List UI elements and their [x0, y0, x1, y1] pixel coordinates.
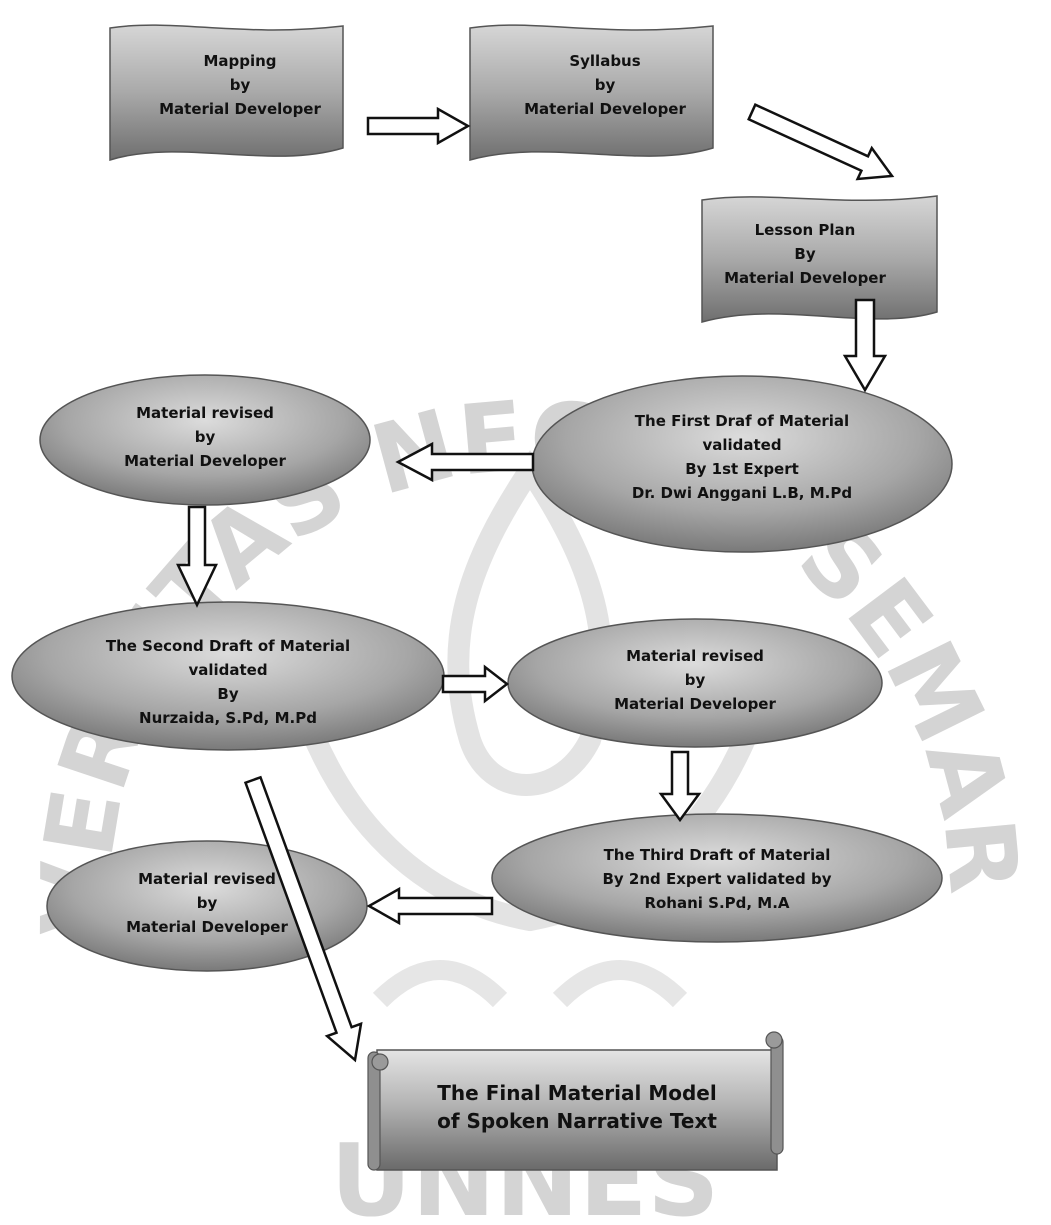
doc-lesson-plan-line2: By	[794, 245, 815, 263]
ellipse-revised-2: Material revised by Material Developer	[507, 618, 883, 748]
ellipse-revised-1: Material revised by Material Developer	[39, 374, 371, 506]
second-draft-line3: By	[217, 685, 238, 703]
arrow-revised-1-to-second-draft	[176, 505, 218, 608]
doc-lesson-plan: Lesson Plan By Material Developer	[701, 195, 938, 323]
ellipse-second-draft: The Second Draft of Material validated B…	[11, 601, 445, 751]
arrow-revised-2-to-third-draft	[658, 750, 702, 823]
arrow-second-draft-to-revised-2	[441, 664, 510, 704]
final-line2: of Spoken Narrative Text	[437, 1109, 717, 1133]
revised-2-line1: Material revised	[626, 647, 764, 665]
doc-lesson-plan-line3: Material Developer	[724, 269, 886, 287]
third-draft-line3: Rohani S.Pd, M.A	[644, 894, 789, 912]
revised-3-line1: Material revised	[138, 870, 276, 888]
doc-syllabus-line1: Syllabus	[569, 52, 640, 70]
arrow-syllabus-to-lesson-plan	[747, 103, 895, 181]
final-scroll: The Final Material Model of Spoken Narra…	[367, 1031, 784, 1171]
arrow-mapping-to-syllabus	[366, 106, 471, 146]
revised-3-line2: by	[197, 894, 218, 912]
second-draft-line4: Nurzaida, S.Pd, M.Pd	[139, 709, 317, 727]
ellipse-first-draft: The First Draf of Material validated By …	[531, 375, 953, 553]
arrow-third-draft-to-revised-3	[366, 886, 494, 926]
second-draft-line1: The Second Draft of Material	[106, 637, 350, 655]
revised-2-line2: by	[685, 671, 706, 689]
arrow-revised-3-to-final	[243, 775, 363, 1063]
doc-syllabus: Syllabus by Material Developer	[469, 24, 714, 161]
doc-lesson-plan-line1: Lesson Plan	[755, 221, 856, 239]
doc-mapping-line2: by	[230, 76, 251, 94]
third-draft-line2: By 2nd Expert validated by	[603, 870, 832, 888]
ellipse-third-draft: The Third Draft of Material By 2nd Exper…	[491, 813, 943, 943]
third-draft-line1: The Third Draft of Material	[604, 846, 831, 864]
first-draft-line4: Dr. Dwi Anggani L.B, M.Pd	[632, 484, 852, 502]
revised-1-line2: by	[195, 428, 216, 446]
arrow-lesson-plan-to-first-draft	[842, 298, 888, 393]
first-draft-line2: validated	[702, 436, 781, 454]
doc-syllabus-line2: by	[595, 76, 616, 94]
revised-3-line3: Material Developer	[126, 918, 288, 936]
final-line1: The Final Material Model	[437, 1081, 716, 1105]
revised-1-line1: Material revised	[136, 404, 274, 422]
arrow-first-draft-to-revised-1	[395, 441, 535, 483]
revised-2-line3: Material Developer	[614, 695, 776, 713]
doc-syllabus-line3: Material Developer	[524, 100, 686, 118]
first-draft-line3: By 1st Expert	[685, 460, 799, 478]
flow-arrows	[176, 103, 895, 1063]
revised-1-line3: Material Developer	[124, 452, 286, 470]
first-draft-line1: The First Draf of Material	[635, 412, 849, 430]
second-draft-line2: validated	[188, 661, 267, 679]
doc-mapping-line1: Mapping	[203, 52, 276, 70]
doc-mapping: Mapping by Material Developer	[109, 24, 344, 162]
doc-mapping-line3: Material Developer	[159, 100, 321, 118]
